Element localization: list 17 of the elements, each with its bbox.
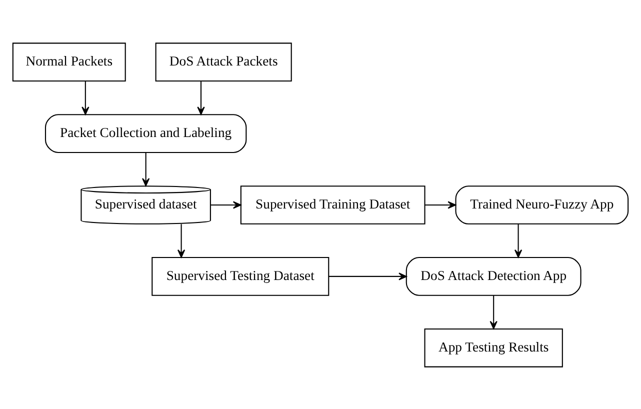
arrow (424, 200, 456, 208)
arrow (177, 224, 186, 258)
arrow (328, 272, 407, 280)
node-box: Supervised Training Dataset (240, 185, 426, 224)
node-box: Trained Neuro-Fuzzy App (455, 185, 629, 224)
arrow (210, 200, 242, 208)
arrow (197, 80, 205, 114)
node-box: Packet Collection and Labeling (44, 114, 247, 152)
arrow (142, 152, 150, 186)
arrow (490, 295, 498, 329)
node-box: Normal Packets (12, 42, 126, 82)
node-box: DoS Attack Packets (155, 42, 292, 82)
arrow (82, 80, 90, 114)
arrow (514, 224, 522, 258)
node-box: Supervised Testing Dataset (152, 256, 330, 296)
node-box: DoS Attack Detection App (406, 256, 582, 296)
node-box: App Testing Results (424, 328, 563, 367)
